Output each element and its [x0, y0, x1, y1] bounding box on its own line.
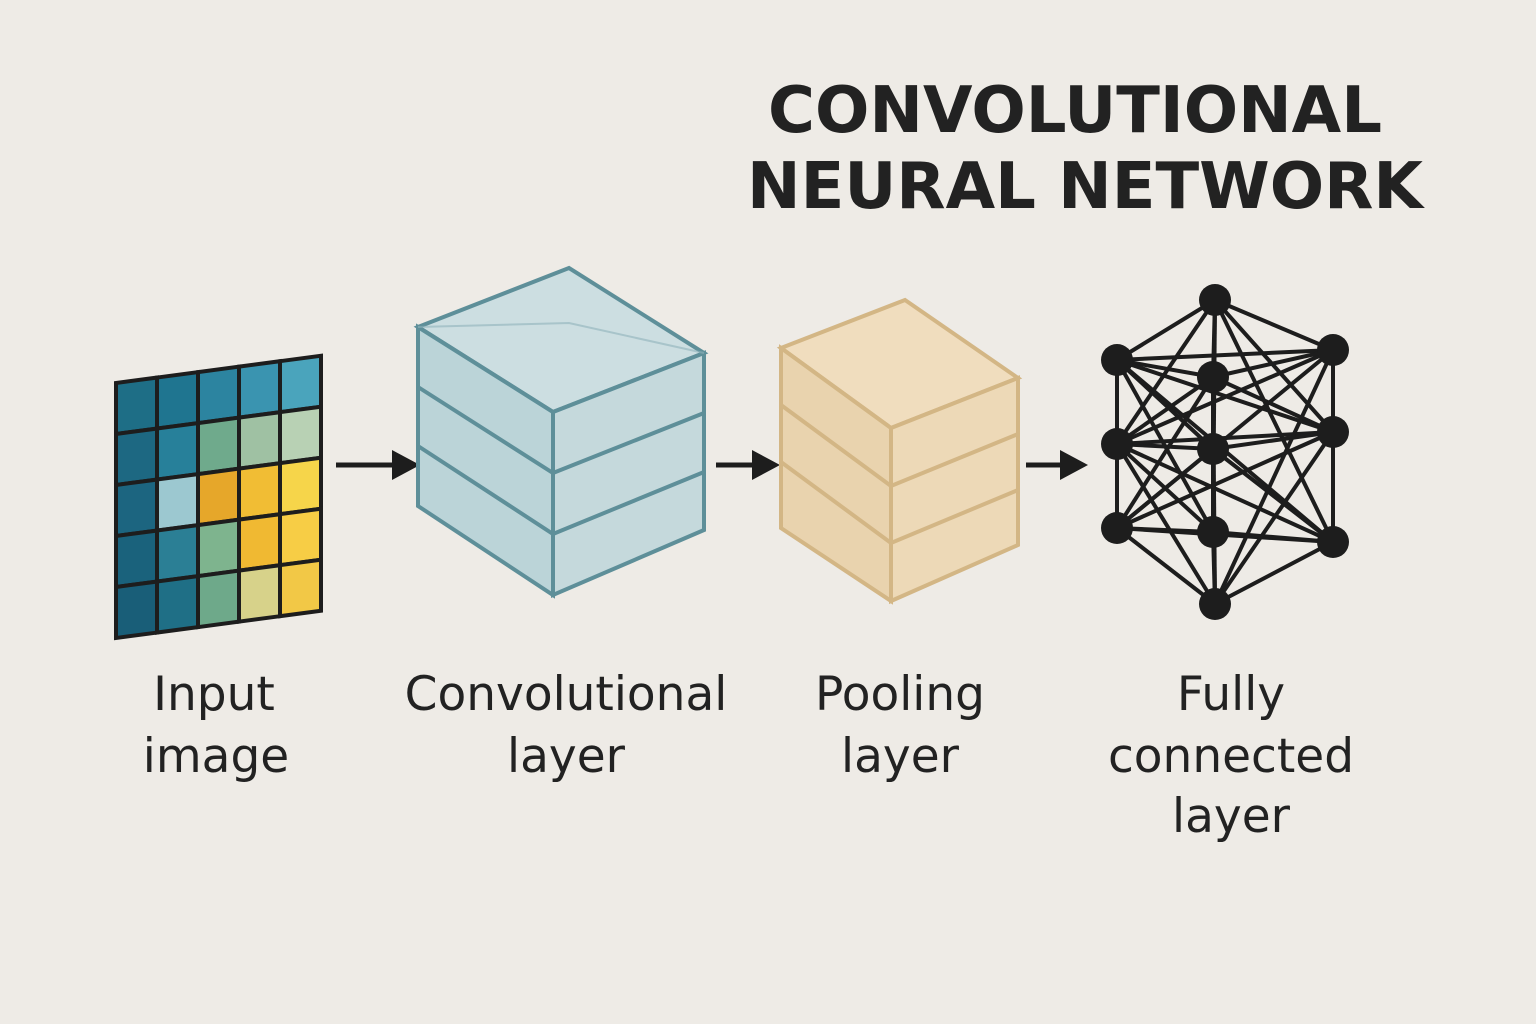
network-node — [1101, 428, 1133, 460]
network-node — [1101, 344, 1133, 376]
convolutional-layer-caption-line-1: Convolutional — [405, 667, 728, 722]
network-edge — [1116, 358, 1214, 379]
network-edge — [1211, 447, 1335, 544]
network-edge — [1116, 348, 1334, 362]
network-edge — [1212, 375, 1334, 434]
fully-connected-layer-caption-line-3: layer — [1172, 789, 1291, 844]
network-node — [1197, 361, 1229, 393]
input-pixel-cell — [155, 573, 200, 635]
input-pixel-cell — [278, 353, 323, 415]
input-pixel-cell — [196, 415, 241, 477]
network-node — [1317, 416, 1349, 448]
network-edge — [1212, 430, 1334, 451]
input-pixel-cell — [155, 369, 200, 431]
input-pixel-cell — [278, 557, 323, 619]
input-pixel-cell — [196, 364, 241, 426]
input-pixel-cell — [196, 466, 241, 528]
network-edge — [1213, 430, 1335, 606]
network-node — [1199, 284, 1231, 316]
input-pixel-cell — [237, 409, 282, 471]
input-pixel-cell — [278, 455, 323, 517]
input-pixel-cell — [237, 562, 282, 624]
input-pixel-cell — [114, 477, 159, 539]
input-pixel-cell — [155, 420, 200, 482]
arrow-icon — [1026, 450, 1088, 480]
conv-slice-line — [416, 444, 705, 537]
network-edge — [1115, 375, 1215, 446]
pooling-layer-caption-line-2: layer — [841, 729, 960, 784]
fully-connected-layer-caption-line-2: connected — [1108, 729, 1354, 784]
pool-slice-line — [779, 403, 1019, 489]
input-pixel-cell — [237, 511, 282, 573]
input-pixel-cell — [196, 568, 241, 630]
input-pixel-cell — [196, 517, 241, 579]
network-edge — [1212, 348, 1334, 379]
fully-connected-nodes — [1101, 284, 1349, 620]
input-image-caption-line-1: Input — [153, 667, 275, 722]
network-node — [1197, 433, 1229, 465]
title-line-2: NEURAL NETWORK — [747, 150, 1425, 224]
conv-inner-edge — [417, 321, 705, 354]
pooling-layer-caption-line-1: Pooling — [815, 667, 985, 722]
input-pixel-cell — [114, 579, 159, 641]
arrow-icon — [336, 450, 420, 480]
input-pixel-cell — [278, 404, 323, 466]
pool-slice-line — [779, 460, 1019, 546]
network-node — [1317, 334, 1349, 366]
input-image-caption-line-2: image — [143, 729, 289, 784]
network-node — [1101, 512, 1133, 544]
network-edge — [1115, 442, 1217, 606]
network-edge — [1115, 298, 1217, 362]
title-line-1: CONVOLUTIONAL — [768, 74, 1382, 148]
input-pixel-cell — [278, 506, 323, 568]
network-edge — [1116, 348, 1334, 446]
input-pixel-cell — [155, 522, 200, 584]
network-edge — [1116, 430, 1334, 530]
network-edge — [1214, 298, 1334, 352]
network-edge — [1213, 299, 1335, 543]
input-pixel-cell — [114, 528, 159, 590]
convolutional-layer-caption-line-2: layer — [507, 729, 626, 784]
input-pixel-cell — [155, 471, 200, 533]
pooling-layer-cube — [776, 297, 1023, 605]
network-edge — [1214, 540, 1334, 606]
input-image-grid — [114, 353, 323, 641]
input-pixel-cell — [237, 460, 282, 522]
network-edge — [1116, 442, 1334, 544]
network-node — [1317, 526, 1349, 558]
conv-slice-line — [416, 385, 705, 476]
input-pixel-cell — [114, 375, 159, 437]
network-edge — [1115, 298, 1217, 446]
fully-connected-layer-caption-line-1: Fully — [1177, 667, 1285, 722]
input-pixel-cell — [237, 358, 282, 420]
arrow-icon — [716, 450, 780, 480]
convolutional-layer-cube — [413, 265, 709, 599]
network-edge — [1115, 526, 1217, 606]
network-node — [1197, 516, 1229, 548]
fully-connected-edges — [1115, 298, 1335, 606]
network-edge — [1213, 349, 1335, 605]
network-edge — [1115, 375, 1215, 530]
network-edge — [1212, 530, 1334, 544]
input-pixel-cell — [114, 426, 159, 488]
network-edge — [1213, 298, 1335, 434]
network-node — [1199, 588, 1231, 620]
